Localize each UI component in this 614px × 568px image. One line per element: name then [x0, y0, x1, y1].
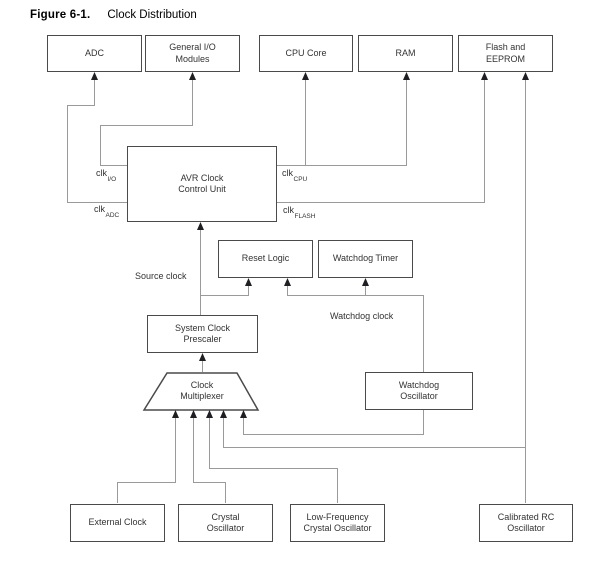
arrowheads [91, 72, 529, 418]
arrow-up-icon [302, 72, 309, 80]
avr-clock-control-unit-label: AVR Clock [180, 172, 224, 183]
arrow-up-icon [240, 410, 247, 418]
wire-watchdog-clock [287, 285, 424, 372]
clk-io-signal-label: clkI/O [96, 168, 117, 183]
external-clock-box: External Clock [70, 504, 165, 542]
wire-source-clock [200, 229, 249, 315]
arrow-up-icon [481, 72, 488, 80]
wire-clk-adc [67, 79, 127, 203]
arrow-up-icon [220, 410, 227, 418]
flash-eeprom-label: Flash and [485, 42, 526, 52]
arrow-up-icon [190, 410, 197, 418]
ram-label: RAM [395, 47, 416, 58]
figure-number: Figure 6-1. [30, 9, 91, 21]
ram-box: RAM [358, 35, 453, 72]
clock-multiplexer-shape [142, 372, 260, 411]
wire-extclk-to-mux [117, 417, 176, 503]
adc-box: ADC [47, 35, 142, 72]
watchdog-timer-label: Watchdog Timer [332, 253, 399, 264]
wire-xtal-to-mux [193, 417, 226, 503]
arrow-up-icon [197, 222, 204, 230]
arrow-up-icon [522, 72, 529, 80]
figure-title: Figure 6-1. Clock Distribution [30, 9, 197, 21]
cpu-core-box: CPU Core [259, 35, 353, 72]
reset-logic-box: Reset Logic [218, 240, 313, 278]
clk-adc-signal-label: clkADC [94, 204, 120, 219]
adc-label: ADC [84, 47, 104, 58]
watchdog-timer-box: Watchdog Timer [318, 240, 413, 278]
arrow-up-icon [199, 353, 206, 361]
clk-cpu-signal-label: clkCPU [282, 168, 308, 183]
figure-caption: Clock Distribution [107, 9, 197, 21]
arrow-up-icon [245, 278, 252, 286]
wire-clk-flash [277, 79, 485, 203]
general-io-modules-label: General I/O [169, 42, 216, 52]
arrow-up-icon [403, 72, 410, 80]
low-frequency-crystal-oscillator-label: Low-Frequency [306, 511, 369, 522]
arrow-up-icon [172, 410, 179, 418]
wire-lfxtal-to-mux [209, 417, 338, 503]
watchdog-oscillator-label: Watchdog [398, 379, 440, 390]
calibrated-rc-oscillator-label: Calibrated RC [497, 511, 555, 522]
system-clock-prescaler-label: System Clock [174, 322, 230, 333]
arrow-up-icon [189, 72, 196, 80]
watchdog-clock-label: Watchdog clock [330, 311, 394, 321]
arrow-up-icon [206, 410, 213, 418]
wire-clk-io [100, 79, 193, 166]
crystal-oscillator-label: Crystal [211, 511, 240, 522]
wire-clk-cpu [277, 79, 407, 166]
arrow-up-icon [362, 278, 369, 286]
clk-flash-signal-label: clkFLASH [283, 205, 316, 220]
reset-logic-label: Reset Logic [241, 253, 290, 264]
arrow-up-icon [91, 72, 98, 80]
external-clock-label: External Clock [88, 517, 147, 528]
cpu-core-label: CPU Core [285, 47, 327, 58]
wire-calrc-to-mux [223, 417, 526, 448]
arrow-up-icon [284, 278, 291, 286]
wire-wdosc-to-mux [243, 410, 424, 435]
source-clock-label: Source clock [135, 271, 187, 281]
